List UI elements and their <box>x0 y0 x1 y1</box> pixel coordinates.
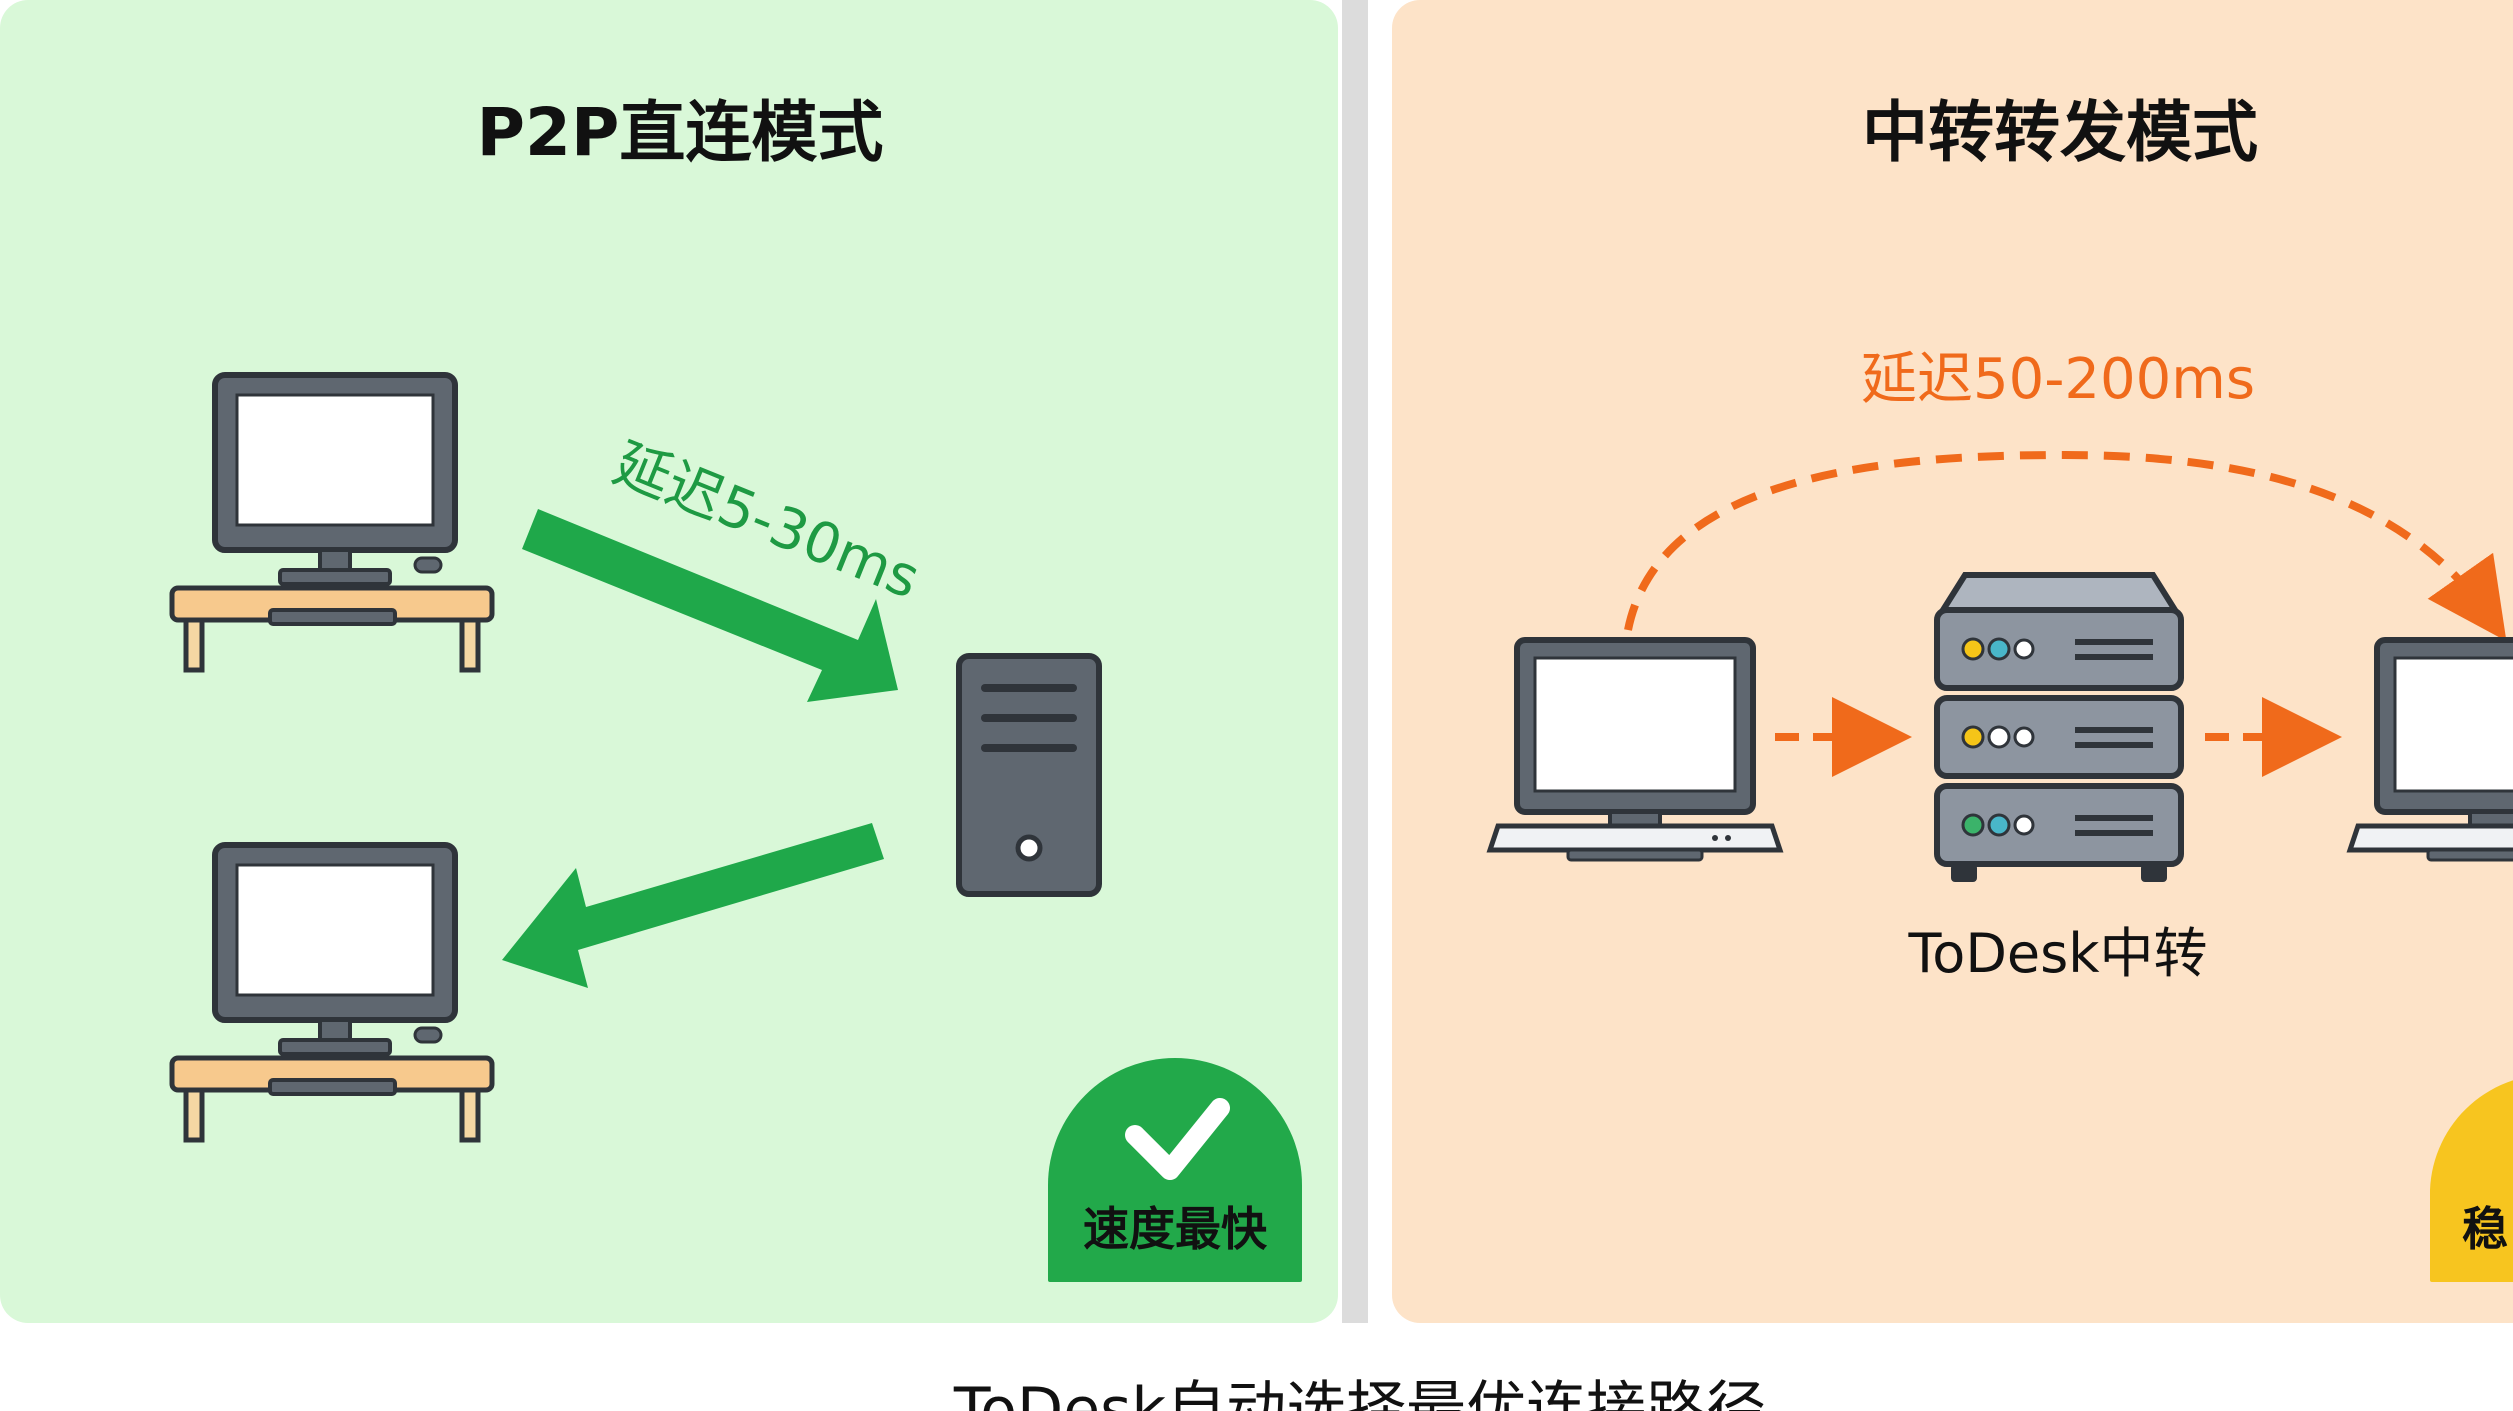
rack-server-icon <box>1934 572 2184 882</box>
footer-caption: ToDesk自动选择最优连接路径 <box>953 1375 1766 1411</box>
stability-badge-label: 稳 <box>2462 1202 2508 1256</box>
laptop-icon <box>2346 637 2513 862</box>
relay-server-label: ToDesk中转 <box>1907 922 2207 985</box>
desktop-computer-on-desk-icon <box>169 842 495 1143</box>
stability-badge: 稳 <box>2430 1080 2513 1282</box>
relay-title: 中转转发模式 <box>1862 94 2258 171</box>
panel-divider <box>1342 0 1368 1323</box>
tower-server-icon <box>956 653 1102 897</box>
relay-latency-label: 延迟50-200ms <box>1861 347 2255 412</box>
speed-badge: 速度最快 <box>1048 1058 1302 1282</box>
desktop-computer-on-desk-icon <box>169 372 495 673</box>
p2p-title: P2P直连模式 <box>477 94 884 171</box>
checkmark-icon <box>1125 1098 1230 1180</box>
return-green-arrow <box>502 823 884 988</box>
outbound-green-arrow <box>522 509 898 702</box>
laptop-icon <box>1486 637 1784 862</box>
relay-direct-arc <box>1624 450 2507 642</box>
speed-badge-label: 速度最快 <box>1083 1202 1268 1256</box>
